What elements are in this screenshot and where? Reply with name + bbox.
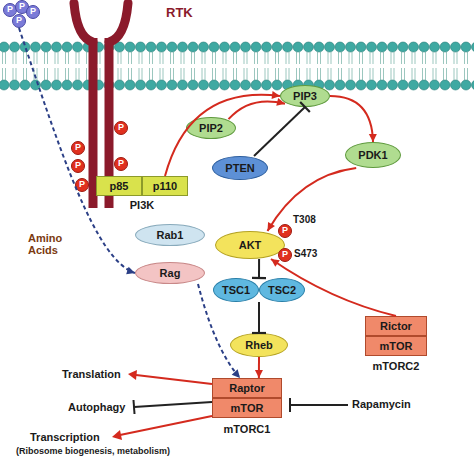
node-label: p110 [153, 180, 177, 192]
tsc-ellipse: TSC2 [259, 278, 305, 302]
edge-label: Amino Acids [28, 232, 83, 256]
rapamycin-inhibition [290, 398, 348, 412]
node-label: TSC1 [222, 284, 250, 296]
subunit-box: p85 [96, 176, 142, 196]
inhibition-line [252, 302, 266, 333]
complex-subunit-box: mTOR [365, 336, 427, 356]
lipid-ellipse: PIP3 [280, 85, 330, 107]
node-label: p85 [110, 180, 129, 192]
output-label: Transcription [30, 431, 100, 443]
complex-label: PI3K [96, 199, 188, 211]
inhibition-line [254, 102, 310, 156]
node-label: AKT [239, 239, 262, 251]
output-note: (Ribosome biogenesis, metabolism) [16, 447, 170, 457]
complex-subunit-box: mTOR [212, 398, 282, 418]
conversion-arrow [229, 98, 286, 119]
node-label: Rictor [380, 320, 412, 332]
activation-arrow [165, 91, 280, 176]
kinase-ellipse: PDK1 [345, 142, 401, 168]
phospho-circle: P [75, 178, 89, 192]
gtpase-ellipse: Rab1 [135, 224, 205, 246]
node-label: Rag [160, 267, 181, 279]
tsc-ellipse: TSC1 [213, 278, 259, 302]
mtorc1-complex: mTORC1 Raptor mTOR [212, 378, 282, 440]
phospho-label: P [30, 7, 36, 17]
gtpase-ellipse: Rag [135, 262, 205, 284]
phospho-circle: P [12, 14, 26, 28]
node-label: mTOR [380, 340, 413, 352]
phospho-circle: P [71, 141, 85, 155]
autophagy-inhibition [134, 400, 213, 414]
phospho-label: P [75, 143, 81, 153]
node-label: PIP3 [293, 90, 317, 102]
node-label: Rab1 [157, 229, 184, 241]
node-label: Raptor [229, 382, 264, 394]
activation-arrow [271, 259, 396, 316]
residue-label: S473 [294, 248, 317, 259]
node-label: PIP2 [199, 122, 223, 134]
phospho-label: P [282, 250, 288, 260]
complex-label: RTK [166, 6, 193, 20]
transcription-arrow [112, 416, 212, 440]
amino-acid-signal [198, 284, 240, 378]
phospho-label: P [16, 16, 22, 26]
phospho-circle: P [278, 248, 292, 262]
activation-arrow [330, 96, 377, 142]
node-label: Rheb [245, 339, 273, 351]
phospho-label: P [19, 2, 25, 12]
complex-subunit-box: Raptor [212, 378, 282, 398]
node-label: PDK1 [358, 149, 387, 161]
subunit-box: p110 [142, 176, 188, 196]
pi3k-complex: PI3K p85 p110 [96, 176, 188, 216]
phospho-label: P [118, 123, 124, 133]
phospho-circle: P [26, 5, 40, 19]
phospho-circle: P [71, 159, 85, 173]
complex-label: mTORC2 [365, 360, 427, 372]
complex-label: mTORC1 [212, 423, 282, 435]
phospho-label: P [118, 159, 124, 169]
output-label: Translation [62, 368, 121, 380]
phospho-label: P [282, 226, 288, 236]
residue-label: T308 [293, 214, 316, 225]
phospho-label: P [75, 161, 81, 171]
translation-arrow [128, 370, 212, 384]
inhibition-line [252, 259, 266, 278]
node-label: PTEN [225, 162, 254, 174]
phospho-label: P [7, 5, 13, 15]
cell-membrane [0, 42, 474, 90]
activation-arrow [255, 357, 263, 378]
output-label: Autophagy [68, 401, 125, 413]
phospho-circle: P [278, 224, 292, 238]
node-label: mTOR [231, 402, 264, 414]
amino-acid-signal [19, 28, 135, 274]
mtorc2-complex: mTORC2 Rictor mTOR [365, 316, 427, 376]
node-label: TSC2 [268, 284, 296, 296]
activation-arrow [268, 168, 357, 231]
phosphatase-ellipse: PTEN [212, 156, 268, 180]
gtpase-ellipse: Rheb [230, 333, 288, 357]
phospho-circle: P [114, 121, 128, 135]
drug-label: Rapamycin [352, 398, 411, 410]
complex-subunit-box: Rictor [365, 316, 427, 336]
phospho-circle: P [114, 157, 128, 171]
kinase-ellipse: AKTPP [215, 231, 285, 259]
phospho-label: P [79, 180, 85, 190]
